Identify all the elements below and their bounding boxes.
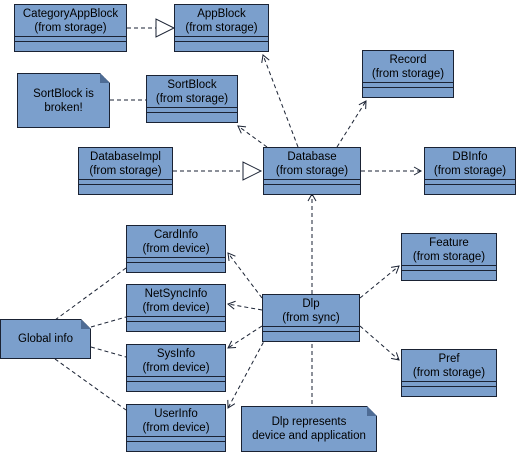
class-name: CardInfo xyxy=(153,228,199,241)
class-source: (from storage) xyxy=(275,164,349,177)
class-compartment xyxy=(425,179,515,184)
class-sysinfo[interactable]: SysInfo(from device) xyxy=(126,344,226,392)
class-compartment xyxy=(127,441,225,446)
edge-globalinfo-netsyncinfo xyxy=(90,316,127,328)
edge-dlp-userinfo xyxy=(227,329,271,409)
class-compartment xyxy=(402,270,496,275)
class-name: UserInfo xyxy=(154,407,198,420)
edge-globalinfo-sysinfo xyxy=(90,346,127,358)
class-userinfo[interactable]: UserInfo(from device) xyxy=(126,404,226,452)
class-compartment xyxy=(264,179,360,184)
class-name: Record xyxy=(389,53,427,66)
class-name: CategoryAppBlock xyxy=(22,7,119,20)
class-compartment xyxy=(175,41,268,46)
edge-dlp-cardinfo xyxy=(227,252,263,299)
class-source: (from device) xyxy=(142,421,210,434)
class-name: Feature xyxy=(429,236,469,249)
class-source: (from sync) xyxy=(282,311,340,324)
class-netsyncinfo[interactable]: NetSyncInfo(from device) xyxy=(126,284,226,332)
class-compartment xyxy=(425,184,515,189)
class-database[interactable]: Database(from storage) xyxy=(263,147,361,195)
class-appblock[interactable]: AppBlock(from storage) xyxy=(174,4,269,52)
class-compartment xyxy=(264,184,360,189)
edge-database-appblock xyxy=(261,54,299,148)
note-text-line: broken! xyxy=(44,101,83,114)
class-source: (from storage) xyxy=(412,366,486,379)
class-databaseimpl[interactable]: DatabaseImpl(from storage) xyxy=(78,147,173,195)
class-source: (from storage) xyxy=(185,21,258,34)
realization-head-appblock xyxy=(155,18,176,38)
note-text-line: Global info xyxy=(18,333,73,345)
class-compartment xyxy=(363,87,453,92)
class-compartment xyxy=(79,184,172,189)
class-compartment xyxy=(127,257,225,262)
class-pref[interactable]: Pref(from storage) xyxy=(401,349,497,397)
class-compartment xyxy=(263,331,359,336)
class-name: Database xyxy=(287,150,337,163)
class-record[interactable]: Record(from storage) xyxy=(362,50,454,98)
class-compartment xyxy=(79,179,172,184)
class-source: (from storage) xyxy=(433,164,507,177)
class-compartment xyxy=(363,82,453,87)
class-source: (from storage) xyxy=(34,21,107,34)
edge-dlp-netsyncinfo xyxy=(227,300,263,311)
class-source: (from storage) xyxy=(371,67,445,80)
class-source: (from storage) xyxy=(89,164,162,177)
class-compartment xyxy=(147,112,237,117)
class-dlp[interactable]: Dlp(from sync) xyxy=(262,294,360,342)
class-name: Dlp xyxy=(302,297,320,310)
class-sortblock[interactable]: SortBlock(from storage) xyxy=(146,75,238,123)
edge-dlp-feature xyxy=(359,265,400,299)
note-text-line: device and application xyxy=(252,430,366,442)
class-compartment xyxy=(127,321,225,326)
class-name: SysInfo xyxy=(156,347,196,360)
class-compartment xyxy=(402,386,496,391)
edge-globalinfo-userinfo xyxy=(54,358,127,411)
class-compartment xyxy=(263,326,359,331)
class-categoryappblock[interactable]: CategoryAppBlock(from storage) xyxy=(14,4,127,52)
class-cardinfo[interactable]: CardInfo(from device) xyxy=(126,225,226,273)
class-name: DBInfo xyxy=(452,150,488,163)
edge-dlp-pref xyxy=(359,325,400,361)
class-compartment xyxy=(175,36,268,41)
class-source: (from device) xyxy=(142,301,210,314)
class-compartment xyxy=(402,381,496,386)
class-source: (from storage) xyxy=(155,92,229,105)
class-source: (from device) xyxy=(142,361,210,374)
class-compartment xyxy=(127,316,225,321)
class-name: NetSyncInfo xyxy=(144,287,208,300)
class-compartment xyxy=(127,376,225,381)
edge-database-record xyxy=(336,100,367,148)
class-name: DatabaseImpl xyxy=(90,150,161,163)
note-sortblock-broken[interactable]: SortBlock is broken! xyxy=(17,73,110,128)
class-compartment xyxy=(127,262,225,267)
class-name: SortBlock xyxy=(167,78,217,91)
class-source: (from device) xyxy=(142,242,210,255)
class-compartment xyxy=(147,107,237,112)
class-feature[interactable]: Feature(from storage) xyxy=(401,233,497,281)
realization-head-database xyxy=(242,161,263,181)
note-global-info[interactable]: Global info xyxy=(0,319,91,359)
class-compartment xyxy=(127,381,225,386)
note-text-line: SortBlock is xyxy=(33,87,94,100)
class-compartment xyxy=(15,36,126,41)
note-text-line: Dlp represents xyxy=(271,416,347,428)
edge-database-sortblock xyxy=(237,125,268,148)
class-dbinfo[interactable]: DBInfo(from storage) xyxy=(424,147,516,195)
class-name: AppBlock xyxy=(197,7,246,20)
class-compartment xyxy=(15,41,126,46)
class-compartment xyxy=(127,436,225,441)
note-dlp-represents[interactable]: Dlp represents device and application xyxy=(241,406,377,452)
class-name: Pref xyxy=(438,352,460,365)
edge-dlp-sysinfo xyxy=(227,325,263,349)
class-compartment xyxy=(402,265,496,270)
edge-globalinfo-cardinfo xyxy=(54,267,127,321)
class-source: (from storage) xyxy=(412,250,486,263)
